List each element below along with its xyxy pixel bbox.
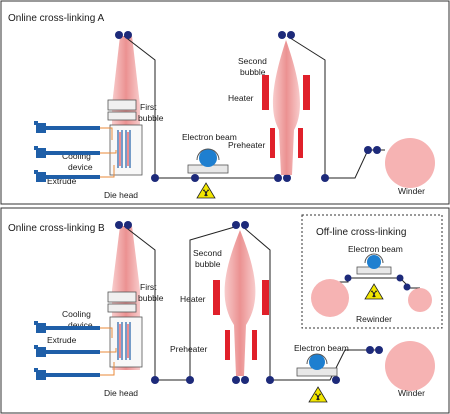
panel-a-electron-beam	[187, 148, 229, 174]
panel-b-second-bubble-label-1: Second	[193, 248, 222, 258]
offline-film-path	[330, 277, 420, 289]
panel-a-rollers	[115, 31, 381, 182]
panel-a-first-bubble	[107, 36, 143, 176]
panel-a-second-bubble-label-2: bubble	[240, 67, 266, 77]
panel-b-second-bubble	[213, 230, 269, 376]
panel-b-electron-beam	[296, 353, 338, 377]
panel-a-winder-label: Winder	[398, 186, 425, 196]
panel-a-preheater-label: Preheater	[228, 140, 265, 150]
panel-b-film-path	[123, 225, 375, 381]
offline-electron-beam	[356, 253, 392, 275]
panel-a-cooling-label-2: device	[68, 162, 93, 172]
panel-b-first-bubble-label-2: bubble	[138, 293, 164, 303]
panel-b-extruders	[34, 321, 117, 380]
panel-b-first-bubble	[107, 226, 143, 370]
offline-rewind-roll	[408, 288, 432, 312]
panel-b-extrude-label: Extrude	[47, 335, 77, 345]
panel-a-heater-right	[303, 75, 310, 110]
panel-a-electron-beam-label: Electron beam	[182, 132, 237, 142]
panel-a-second-bubble-label-1: Second	[238, 56, 267, 66]
panel-a-cooling-label-1: Cooling	[62, 151, 91, 161]
panel-a-second-bubble	[262, 40, 310, 175]
panel-a-winder-roll	[385, 138, 435, 188]
panel-b-cooling-label-1: Cooling	[62, 309, 91, 319]
offline-rollers	[344, 274, 411, 291]
panel-b-second-bubble-label-2: bubble	[195, 259, 221, 269]
panel-b-first-bubble-label-1: First	[140, 282, 157, 292]
panel-b-heater-label: Heater	[180, 294, 206, 304]
panel-a-first-bubble-label-1: First	[140, 102, 157, 112]
panel-b-die-head-label: Die head	[104, 388, 138, 398]
panel-a-frame	[0, 0, 450, 205]
panel-b-winder-roll	[385, 341, 435, 391]
offline-title: Off-line cross-linking	[316, 227, 406, 238]
panel-b-heater-right	[262, 280, 269, 315]
panel-b-rollers	[115, 221, 383, 384]
offline-rewinder-label: Rewinder	[356, 314, 392, 324]
panel-a-die-head-label: Die head	[104, 190, 138, 200]
panel-b-title: Online cross-linking B	[8, 223, 105, 234]
panel-b-heater-left	[213, 280, 220, 315]
panel-a-heater-left	[262, 75, 269, 110]
panel-b-winder-label: Winder	[398, 388, 425, 398]
panel-a-heater-label: Heater	[228, 93, 254, 103]
offline-unwind-roll	[311, 279, 349, 317]
offline-box	[301, 214, 443, 329]
panel-b-preheater-label: Preheater	[170, 344, 207, 354]
panel-a-extrude-label: Extrude	[47, 176, 77, 186]
offline-electron-beam-label: Electron beam	[348, 244, 403, 254]
panel-a-extruders	[34, 121, 117, 182]
panel-b-frame	[0, 207, 450, 414]
panel-b-cooling-label-2: device	[68, 320, 93, 330]
panel-a-first-bubble-label-2: bubble	[138, 113, 164, 123]
offline-radiation-hazard	[364, 283, 384, 300]
panel-a-title: Online cross-linking A	[8, 13, 104, 24]
panel-b-electron-beam-label: Electron beam	[294, 343, 349, 353]
panel-a-radiation-hazard	[196, 182, 216, 199]
panel-b-radiation-hazard	[308, 386, 328, 403]
